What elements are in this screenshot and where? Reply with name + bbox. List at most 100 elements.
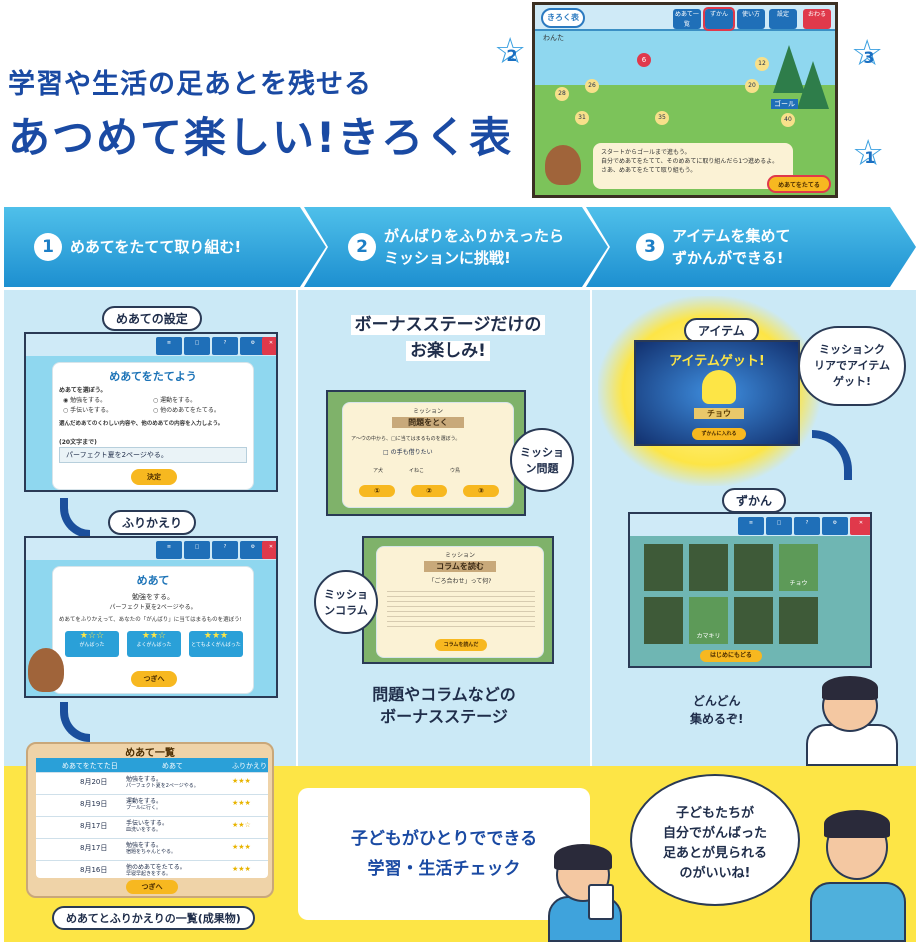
choice-button-3[interactable]: ③ [463, 485, 499, 497]
zukan-slot[interactable] [734, 597, 773, 644]
review-detail: パーフェクト夏を2ページやる。 [109, 604, 197, 611]
nav-button-zukan[interactable]: □ [184, 337, 210, 355]
goal-card: めあてをたてよう めあてを選ぼう。 ◉ 勉強をする。 ○ 運動をする。 ○ 手伝… [52, 362, 254, 490]
list-title: めあて一覧 [125, 748, 175, 759]
column-card: ミッション コラムを読む 「ごろ合わせ」って何? コラムを読んだ [376, 546, 544, 658]
nav-button-zukan[interactable]: ずかん [703, 7, 735, 31]
table-row: 8月16日 他のめあてをたてる。 早寝早起きをする。 ★★★ [36, 860, 268, 878]
goal-list-screen: めあて一覧 めあてをたてた日 めあて ふりかえり 8月20日 勉強をする。 パー… [26, 742, 274, 898]
nav-button-quit[interactable]: ✕ [850, 517, 870, 535]
callout-star-icon-3: 3 [851, 36, 883, 72]
zukan-slot[interactable] [779, 597, 818, 644]
nav-button-quit[interactable]: ✕ [262, 541, 276, 559]
nav-button-list[interactable]: めあて一覧 [673, 9, 701, 29]
dog-mascot [28, 648, 64, 692]
step-text: めあてをたてて取り組む! [70, 238, 242, 256]
submit-button[interactable]: 決定 [131, 469, 177, 485]
board-track: 6 12 20 26 28 31 35 40 ゴール [545, 53, 805, 135]
zukan-slot[interactable] [644, 597, 683, 644]
next-button[interactable]: つぎへ [131, 671, 177, 687]
column-goals: めあての設定 ≡ □ ? ⚙ ✕ めあてをたてよう めあてを選ぼう。 ◉ 勉強を… [4, 290, 296, 766]
hero-app-screenshot: きろく表 わんた めあて一覧 ずかん 使い方 設定 おわる 6 12 20 26… [532, 2, 838, 198]
tablet-icon [588, 884, 614, 920]
goal-option[interactable]: ○ 手伝いをする。 [63, 407, 113, 414]
star-option-2[interactable]: ★★☆よくがんばった [127, 631, 181, 657]
message-line: スタートからゴールまで進もう。 [601, 149, 691, 156]
item-name: チョウ [694, 408, 744, 419]
nav-button-settings[interactable]: 設定 [769, 9, 797, 29]
add-to-zukan-button[interactable]: ずかんに入れる [692, 428, 746, 440]
answer-box: □ の手も借りたい [383, 449, 433, 456]
step-text: アイテムを集めてずかんができる! [672, 227, 791, 267]
nav-button-zukan[interactable]: □ [184, 541, 210, 559]
parent [800, 794, 912, 942]
choice-button-2[interactable]: ② [411, 485, 447, 497]
nav-button-help[interactable]: ? [212, 337, 238, 355]
summary-text: 子どもがひとりでできる 学習・生活チェック [350, 829, 538, 879]
board-space: 31 [575, 111, 589, 125]
message-box: スタートからゴールまで進もう。 自分でめあてをたてて、そのめあてに取り組んだら1… [593, 143, 793, 189]
zukan-slot[interactable] [644, 544, 683, 591]
nav-button-settings[interactable]: ⚙ [822, 517, 848, 535]
mission-title: 問題をとく [392, 417, 464, 428]
goal-prompt: めあてを選ぼう。 [59, 387, 107, 394]
bonus-headline: ボーナスステージだけの お楽しみ! [322, 312, 574, 364]
board-space: 20 [745, 79, 759, 93]
mission-card: ミッション 問題をとく ア〜ウの中から、□に当てはまるものを選ぼう。 □ の手も… [342, 402, 514, 508]
callout-star-icon-1: 1 [852, 136, 884, 172]
board-space: 28 [555, 87, 569, 101]
item-banner: アイテムゲット! [669, 354, 765, 369]
nav-button-list[interactable]: ≡ [156, 541, 182, 559]
step-3: 3 アイテムを集めてずかんができる! [586, 207, 916, 287]
column-body-text [387, 587, 535, 631]
nav-button-settings[interactable]: ⚙ [240, 337, 266, 355]
star-option-1[interactable]: ★☆☆がんばった [65, 631, 119, 657]
user-name: わんた [543, 34, 564, 42]
goal-input[interactable]: パーフェクト夏を2ページやる。 [59, 447, 247, 463]
column-heading: 「ごろ合わせ」って何? [428, 578, 492, 585]
bonus-footer: 問題やコラムなどの ボーナスステージ [372, 685, 516, 726]
nav-button-quit[interactable]: おわる [803, 9, 831, 29]
parent-speech-bubble: 子どもたちが 自分でがんばった 足あとが見られる のがいいね! [630, 774, 800, 906]
back-to-start-button[interactable]: はじめにもどる [700, 650, 762, 662]
zukan-slot-butterfly[interactable]: チョウ [779, 544, 818, 591]
nav-button-help[interactable]: ? [212, 541, 238, 559]
message-line: さあ、めあてをたてて取り組もう。 [601, 167, 697, 174]
nav-button-list[interactable]: ≡ [738, 517, 764, 535]
arrow-down-icon [60, 498, 90, 538]
label-review: ふりかえり [108, 510, 197, 535]
nav-button-help[interactable]: 使い方 [737, 9, 765, 29]
zukan-slot[interactable] [734, 544, 773, 591]
zukan-slot[interactable] [689, 544, 728, 591]
cheering-child [792, 670, 912, 766]
goal-option[interactable]: ○ 運動をする。 [153, 397, 197, 404]
star-option-3[interactable]: ★★★とてもよくがんばった [189, 631, 243, 657]
read-column-button[interactable]: コラムを読んだ [435, 639, 487, 651]
set-goal-button[interactable]: めあてをたてる [767, 175, 831, 193]
step-text: がんばりをふりかえったらミッションに挑戦! [384, 227, 565, 267]
nav-button-help[interactable]: ? [794, 517, 820, 535]
bubble-item-get: ミッションクリアでアイテムゲット! [798, 326, 906, 406]
nav-button-list[interactable]: ≡ [156, 337, 182, 355]
review-card: めあて 勉強をする。 パーフェクト夏を2ページやる。 めあてをふりかえって、あな… [52, 566, 254, 694]
list-next-button[interactable]: つぎへ [126, 880, 178, 894]
step-number: 2 [348, 233, 376, 261]
goal-option[interactable]: ○ 他のめあてをたてる。 [153, 407, 220, 414]
choice-button-1[interactable]: ① [359, 485, 395, 497]
nav-button-settings[interactable]: ⚙ [240, 541, 266, 559]
nav-button-quit[interactable]: ✕ [262, 337, 276, 355]
zukan-slot-mantis[interactable]: カマキリ [689, 597, 728, 644]
mission-problem-screen: ミッション 問題をとく ア〜ウの中から、□に当てはまるものを選ぼう。 □ の手も… [326, 390, 526, 516]
table-row: 8月19日 運動をする。 プールに行く。 ★★★ [36, 794, 268, 812]
hero-title-line1: 学習や生活の足あとを残せる [8, 69, 372, 100]
speech-text: 子どもたちが 自分でがんばった 足あとが見られる のがいいね! [662, 806, 767, 881]
nav-button-zukan[interactable]: □ [766, 517, 792, 535]
goal-option[interactable]: ◉ 勉強をする。 [63, 397, 107, 404]
review-question: めあてをふりかえって、あなたの「がんばり」に当てはまるものを選ぼう! [59, 617, 242, 623]
zukan-screen: ≡ □ ? ⚙ ✕ チョウ カマキリ はじめにもどる [628, 512, 872, 668]
board-space: 26 [585, 79, 599, 93]
board-space: 6 [637, 53, 651, 67]
child-with-tablet [540, 826, 630, 942]
message-line: 自分でめあてをたてて、そのめあてに取り組んだら1つ進めるよ。 [601, 158, 779, 165]
shout-text: どんどん 集めるぞ! [690, 694, 744, 726]
